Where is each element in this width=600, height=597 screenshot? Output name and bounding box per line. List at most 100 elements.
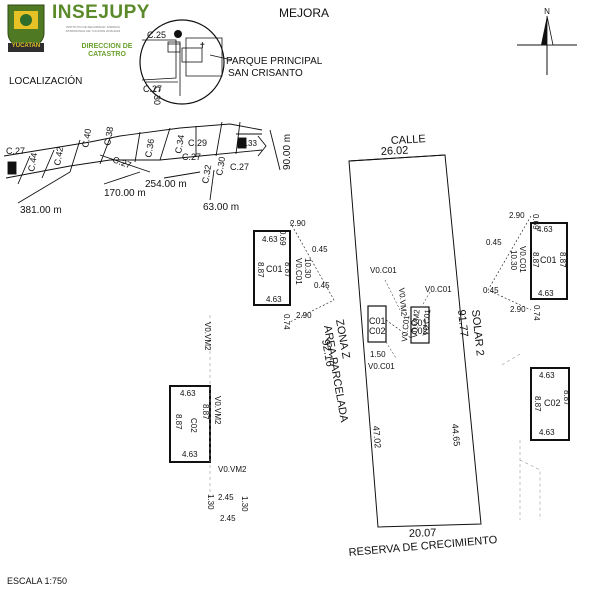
- dim-label: 8.87: [558, 252, 567, 268]
- distance-label: 170.00 m: [104, 188, 146, 199]
- dim-label: 4.63: [537, 225, 553, 234]
- dim-label: 8.87: [531, 252, 540, 268]
- street-label: C.27: [230, 162, 249, 172]
- dim-label: 4.63: [262, 235, 278, 244]
- dim-label: 0.74: [532, 305, 541, 321]
- parcel-left-dim: 92.16: [319, 338, 336, 367]
- dim-label: 4.63: [538, 289, 554, 298]
- scale-label: ESCALA 1:750: [7, 576, 68, 586]
- street-label: C.30: [214, 156, 227, 176]
- street-label: C.32: [200, 164, 213, 184]
- dim-label: 4.63: [539, 371, 555, 380]
- dim-label: V0.C01: [518, 246, 527, 273]
- dim-label: 8.87: [201, 404, 210, 420]
- interior-label: V0.VM2: [397, 287, 408, 317]
- dim-label: 4.63: [539, 428, 555, 437]
- dim-label: 0.74: [282, 314, 291, 330]
- dim-label: 4.63: [180, 389, 196, 398]
- dim-label: 2.45: [218, 493, 234, 502]
- dim-label: 4.63: [182, 450, 198, 459]
- detail-left-top: 2.90 0.69 4.63 0.45 C01 8.87 8.87 10.30 …: [253, 219, 335, 330]
- dim-label: 8.87: [174, 414, 183, 430]
- solar-label: SOLAR 2: [469, 309, 486, 356]
- street-label: C.27: [182, 152, 201, 162]
- logo-seal: YUCATAN: [6, 3, 46, 53]
- dim-label: 0.69: [531, 214, 540, 230]
- dim-label: 2.90: [509, 211, 525, 220]
- interior-label: V0.C01: [370, 266, 397, 275]
- street-label: C.33: [240, 139, 257, 148]
- location-label: LOCALIZACIÓN: [9, 76, 83, 87]
- distance-label: 63.00 m: [203, 202, 239, 213]
- street-label: C.27: [6, 146, 25, 156]
- north-arrow-icon: N: [517, 7, 577, 75]
- inset-street-30: C.30: [152, 86, 162, 105]
- distance-label: 254.00 m: [145, 179, 187, 190]
- dim-label: 10.30: [509, 250, 518, 271]
- logo-dept-line2: CATASTRO: [88, 51, 126, 58]
- dim-label: 8.87: [283, 262, 292, 278]
- distance-label: 381.00 m: [20, 205, 62, 216]
- interior-label: V0.C01: [368, 362, 395, 371]
- street-label: C.40: [80, 128, 93, 148]
- interior-label: C01: [369, 316, 386, 326]
- unit-label: V0.VM2: [218, 465, 247, 474]
- locator-street-labels: C.27 C.44 C.42 C.40 C.38 C.27 C.36 C.34 …: [6, 126, 293, 216]
- north-label: N: [544, 7, 550, 16]
- unit-label: C02: [544, 398, 561, 408]
- page-title: MEJORA: [279, 6, 330, 20]
- main-parcel: CALLE 26.02 92.16 ZONA Z AREA PARCELADA …: [319, 133, 498, 559]
- distance-label: 90.00 m: [282, 134, 293, 170]
- parcel-top-label: CALLE: [391, 133, 426, 147]
- locator-map: [3, 121, 281, 204]
- dim-label: 8.87: [533, 396, 542, 412]
- dim-label: 1.30: [206, 494, 215, 510]
- park-label-2: SAN CRISANTO: [228, 68, 303, 79]
- detail-right-mid: 4.63 C02 8.87 8.87 4.63: [499, 353, 571, 520]
- dim-label: 4.63: [266, 295, 282, 304]
- dim-label: V0.C01: [294, 258, 303, 285]
- interior-label: V0.C01: [425, 285, 452, 294]
- unit-label: C02: [189, 418, 198, 433]
- svg-text:✝: ✝: [199, 41, 206, 50]
- dim-label: 2.90: [510, 305, 526, 314]
- dim-label: 10.30: [303, 258, 312, 279]
- street-label: C.38: [102, 126, 115, 146]
- dim-label: 2.45: [220, 514, 236, 523]
- interior-label: C01: [411, 318, 428, 328]
- unit-label: C01: [266, 264, 283, 274]
- dim-label: 2.90: [290, 219, 306, 228]
- inner-left-dim: 47.02: [371, 425, 383, 448]
- dim-label: 0.69: [278, 230, 287, 246]
- park-label-1: PARQUE PRINCIPAL: [226, 56, 323, 67]
- street-label: C.27: [111, 154, 132, 170]
- parcel-right-dim: 91.77: [455, 309, 470, 338]
- seal-label: YUCATAN: [11, 43, 41, 49]
- dim-label: 0.45: [312, 245, 328, 254]
- parcel-bottom-dim: 20.07: [409, 527, 437, 540]
- detail-left-mid: V0.VM2 4.63 8.87 C02 8.87 V0.VM2 4.63 V0…: [169, 315, 247, 500]
- park-inset: ✝ C.25 C.27 C.30 PARQUE PRINCIPAL SAN CR…: [139, 19, 323, 105]
- logo-dept-line1: DIRECCION DE: [81, 43, 133, 50]
- interior-label: 1.50: [370, 350, 386, 359]
- dim-label: 0.45: [483, 286, 499, 295]
- interior-label: V0.VM2: [410, 308, 421, 338]
- street-label: C.36: [143, 138, 156, 158]
- logo-title: INSEJUPY: [52, 2, 150, 23]
- interior-label: C02: [411, 326, 428, 336]
- dim-label: 8.87: [562, 390, 571, 406]
- inner-right-dim: 44.65: [450, 423, 462, 446]
- inset-street-27: C.27: [143, 84, 162, 94]
- interior-label: V0.C01: [400, 314, 411, 342]
- detail-stair: 2.45 1.30 1.30 2.45: [206, 493, 249, 523]
- interior-label: C02: [369, 326, 386, 336]
- dim-label: 0.45: [314, 281, 330, 290]
- street-label: C.29: [188, 138, 207, 148]
- unit-label: V0.VM2: [213, 396, 222, 425]
- dim-label: 8.87: [256, 262, 265, 278]
- unit-label: C01: [540, 255, 557, 265]
- dim-label: 0.45: [486, 238, 502, 247]
- street-label: C.34: [173, 134, 186, 154]
- unit-label: V0.VM2: [203, 322, 212, 351]
